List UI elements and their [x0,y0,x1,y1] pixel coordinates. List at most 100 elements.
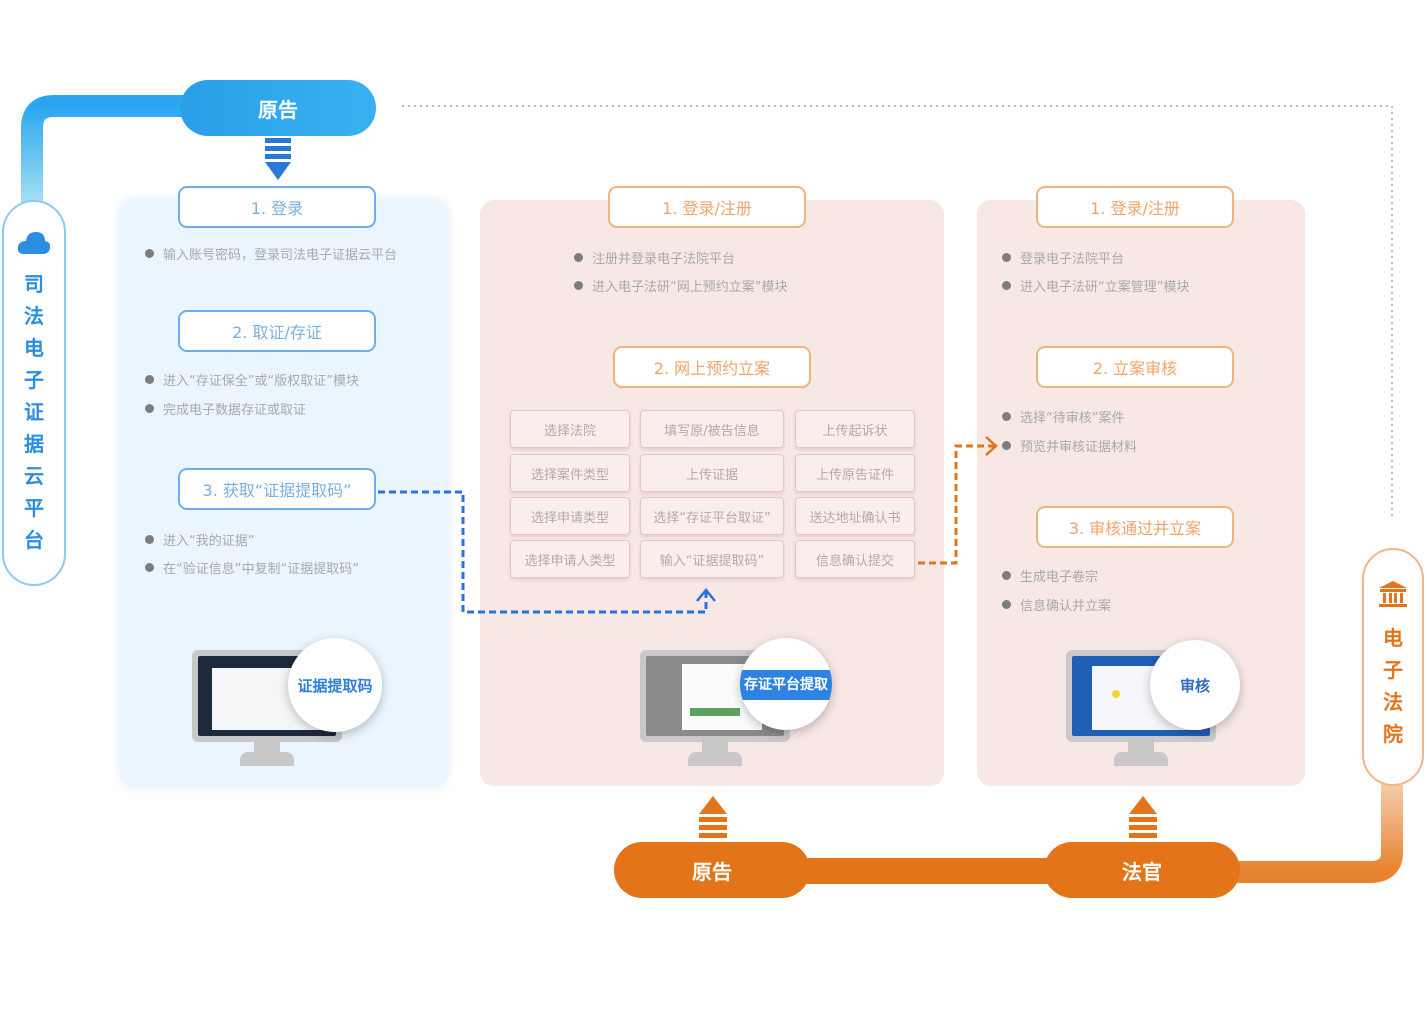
bullet-dot [1002,571,1011,580]
filing-step-cell: 上传起诉状 [795,410,915,448]
plaintiff-top-pill: 原告 [180,80,376,136]
courthouse-icon [1379,581,1407,607]
panel1-step-login: 1. 登录 [178,186,376,228]
bullet-dot [1002,281,1011,290]
cloud-icon [17,232,51,254]
orange-bottom-bar [760,858,1090,884]
step-title: 1. 登录/注册 [662,199,752,218]
cloud-char: 司 [24,272,44,296]
cloud-platform-title: 司法电子证据云平台 [24,268,44,556]
court-char: 子 [1383,658,1403,682]
court-char: 法 [1383,690,1403,714]
bullet-text: 在“验证信息”中复制“证据提取码” [163,562,359,577]
monitor-base [1114,752,1168,766]
step-title: 2. 取证/存证 [232,323,322,342]
blue-dashed-arrow [378,490,708,614]
up-arrowhead-icon [696,588,716,602]
bullet-dot [145,563,154,572]
filing-step-cell: 输入“证据提取码” [640,540,784,578]
plaintiff-bottom-pill: 原告 [614,842,810,898]
monitor-neck [1128,742,1154,754]
magnifier-label: 证据提取码 [297,676,373,695]
bullet-dot [1002,253,1011,262]
filing-step-cell: 信息确认提交 [795,540,915,578]
up-arrow-icon [699,796,727,838]
cloud-char: 证 [24,400,44,424]
panel1-bullet: 进入“存证保全”或“版权取证”模块 [145,370,359,389]
panel1-bullet: 进入“我的证据” [145,530,254,549]
panel1-bullet: 输入账号密码，登录司法电子证据云平台 [145,244,397,263]
filing-step-cell: 填写原/被告信息 [640,410,784,448]
panel2-step-online-filing: 2. 网上预约立案 [613,346,811,388]
magnifier-extract-code: 证据提取码 [288,638,382,732]
cloud-char: 平 [24,496,44,520]
bullet-text: 输入账号密码，登录司法电子证据云平台 [163,248,398,263]
step-title: 1. 登录 [250,199,304,218]
court-char: 院 [1383,722,1403,746]
magnifier-label: 存证平台提取 [744,677,828,693]
filing-step-cell: 上传证据 [640,454,784,492]
down-arrow-icon [265,138,291,180]
magnifier-highlight [740,670,832,700]
cloud-char: 据 [24,432,44,456]
panel1-bullet: 完成电子数据存证或取证 [145,399,306,418]
judge-pill: 法官 [1044,842,1240,898]
magnifier-review: 审核 [1150,640,1240,730]
panel3-bullet: 登录电子法院平台 [1002,248,1124,267]
bullet-text: 进入电子法研“网上预约立案”模块 [592,280,788,295]
monitor-base [240,752,294,766]
panel2-step-login: 1. 登录/注册 [608,186,806,228]
bullet-dot [1002,412,1011,421]
blue-bracket-line [21,95,211,221]
bullet-dot [145,375,154,384]
bullet-text: 信息确认并立案 [1020,599,1112,614]
filing-step-cell: 选择案件类型 [510,454,630,492]
monitor-neck [254,742,280,754]
bullet-text: 生成电子卷宗 [1020,570,1099,585]
cloud-char: 电 [24,336,44,360]
bullet-text: 进入“我的证据” [163,534,255,549]
magnifier-platform-extract: 存证平台提取 [740,638,832,730]
bullet-dot [145,535,154,544]
step-title: 3. 获取“证据提取码” [202,481,352,500]
judge-label: 法官 [1122,859,1162,884]
orange-bracket-line [1169,759,1403,883]
bullet-text: 进入“存证保全”或“版权取证”模块 [163,374,359,389]
filing-step-cell: 选择申请类型 [510,497,630,535]
bullet-text: 登录电子法院平台 [1020,252,1125,267]
filing-step-cell: 上传原告证件 [795,454,915,492]
panel3-step-approve: 3. 审核通过并立案 [1036,506,1234,548]
up-arrow-icon [1129,796,1157,838]
judicial-evidence-cloud-bar: 司法电子证据云平台 [2,200,66,586]
panel3-bullet: 信息确认并立案 [1002,595,1111,614]
bullet-dot [145,404,154,413]
bullet-dot [1002,600,1011,609]
cloud-char: 云 [24,464,44,488]
bullet-text: 注册并登录电子法院平台 [592,252,736,267]
panel3-bullet: 预览并审核证据材料 [1002,436,1137,455]
bullet-dot [1002,441,1011,450]
electronic-court-bar: 电子法院 [1362,548,1424,786]
panel2-bullet: 注册并登录电子法院平台 [574,248,735,267]
cloud-char: 台 [24,528,44,552]
plaintiff-bottom-label: 原告 [692,859,732,884]
bullet-dot [574,281,583,290]
bullet-text: 完成电子数据存证或取证 [163,403,307,418]
step-title: 3. 审核通过并立案 [1068,519,1202,538]
dotted-connector [402,105,1393,520]
right-arrowhead-icon [985,436,998,456]
bullet-dot [145,249,154,258]
panel3-step-review: 2. 立案审核 [1036,346,1234,388]
cloud-char: 法 [24,304,44,328]
court-title: 电子法院 [1383,622,1403,750]
magnifier-label: 审核 [1179,676,1210,695]
court-char: 电 [1383,626,1403,650]
panel3-step-login: 1. 登录/注册 [1036,186,1234,228]
monitor-neck [702,742,728,754]
panel1-step-extract-code: 3. 获取“证据提取码” [178,468,376,510]
filing-step-cell: 选择“存证平台取证” [640,497,784,535]
bullet-text: 进入电子法研“立案管理”模块 [1020,280,1190,295]
filing-step-cell: 选择申请人类型 [510,540,630,578]
filing-step-cell: 选择法院 [510,410,630,448]
